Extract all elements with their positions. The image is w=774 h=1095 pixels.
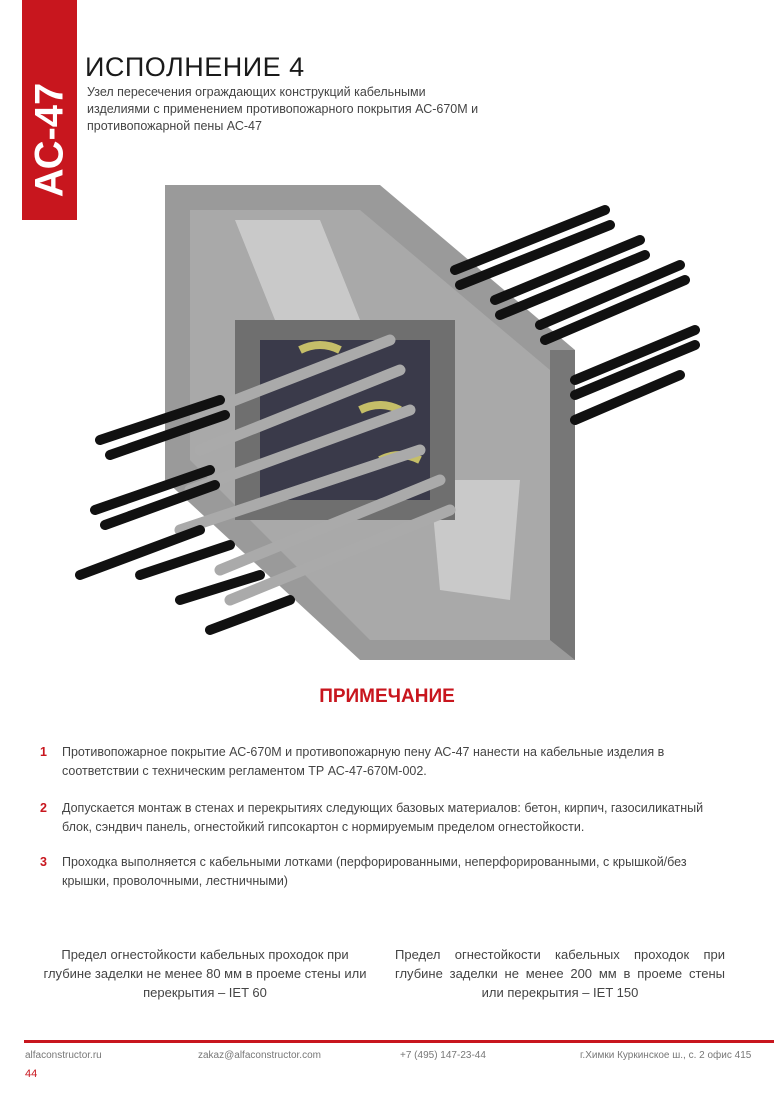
footer-email-link[interactable]: zakaz@alfaconstructor.com [198,1050,321,1061]
note-heading: ПРИМЕЧАНИЕ [319,686,455,707]
side-tab: АС-47 [22,0,77,220]
note-item: 1 Противопожарное покрытие АС-670М и прот… [40,743,720,781]
cable-penetration-illustration [75,185,700,660]
fire-resistance-limit-60: Предел огнестойкости кабельных проходок … [43,947,367,1000]
note-number: 1 [40,745,47,759]
page-number: 44 [25,1068,38,1080]
note-number: 3 [40,855,47,869]
note-text: Противопожарное покрытие АС-670М и проти… [62,745,665,778]
note-text: Проходка выполняется с кабельными лоткам… [62,855,687,888]
page-title: ИСПОЛНЕНИЕ 4 [85,52,305,82]
note-number: 2 [40,801,47,815]
footer-address: г.Химки Куркинское ш., с. 2 офис 415 [580,1050,752,1061]
note-item: 2 Допускается монтаж в стенах и перекрыти… [40,799,720,837]
page-subtitle: Узел пересечения ограждающих конструкций… [87,85,479,133]
note-text: Допускается монтаж в стенах и перекрытия… [62,801,704,834]
footer-phone: +7 (495) 147-23-44 [400,1050,486,1061]
note-item: 3 Проходка выполняется с кабельными лотк… [40,853,720,891]
fire-resistance-limit-150: Предел огнестойкости кабельных проходок … [395,947,725,1000]
footer-divider [24,1040,774,1043]
footer-website-link[interactable]: alfaconstructor.ru [25,1050,102,1061]
